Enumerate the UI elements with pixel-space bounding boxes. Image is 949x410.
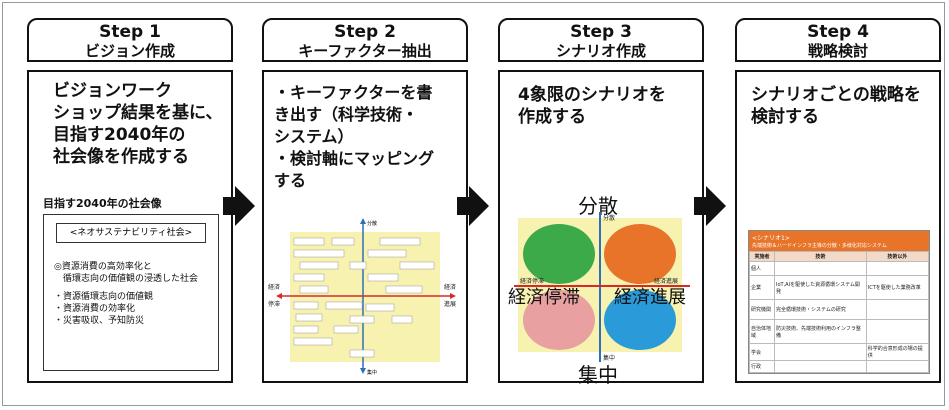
step3-header: Step 3 シナリオ作成 — [498, 18, 704, 62]
vision-panel: <ネオサステナビリティ社会> ◎資源消費の高効率化と 循環志向の価値観の浸透した… — [43, 214, 219, 371]
table-header-cell: 技術 — [774, 251, 867, 262]
map-axis-bottom: 集中 — [367, 369, 377, 376]
strategy-table-title: <シナリオ1> — [752, 235, 790, 242]
map-axis-top: 分散 — [367, 220, 377, 227]
step2-title: Step 2 — [334, 22, 396, 42]
step4-description: シナリオごとの戦略を 検討する — [751, 84, 921, 128]
step2-description: ・キーファクターを書 き出す（科学技術・ システム） ・検討軸にマッピング する — [274, 82, 434, 192]
table-cell — [774, 261, 867, 276]
step4-line: シナリオごとの戦略を — [751, 85, 921, 105]
table-cell — [865, 319, 930, 344]
table-header-cell: 技術以外 — [865, 251, 930, 262]
step1-line: ショップ結果を基に、 — [53, 103, 223, 123]
table-cell: 防災技術、先端技術利用のインフラ整備 — [774, 319, 867, 344]
scenario-ellipse-3 — [523, 290, 595, 350]
step2-line: システム） — [274, 127, 354, 146]
step1-body: ビジョンワーク ショップ結果を基に、 目指す2040年の 社会像を作成する 目指… — [27, 70, 233, 383]
step3-line: 作成する — [518, 107, 586, 127]
step4-subtitle: 戦略検討 — [807, 42, 868, 60]
table-cell: ICTを駆使した業務改革 — [865, 275, 930, 300]
step1-line: ビジョンワーク — [53, 81, 172, 101]
step1-description: ビジョンワーク ショップ結果を基に、 目指す2040年の 社会像を作成する — [53, 80, 223, 168]
step3-title: Step 3 — [570, 22, 632, 42]
table-cell — [865, 261, 930, 276]
step2-line: ・キーファクターを書 — [274, 83, 433, 102]
table-cell: 企業 — [749, 275, 775, 300]
step1-header: Step 1 ビジョン作成 — [27, 18, 233, 62]
svg-text:進展: 進展 — [444, 300, 456, 308]
step2-line: ・検討軸にマッピング — [274, 149, 435, 168]
vision-title: 目指す2040年の社会像 — [43, 197, 162, 210]
table-cell — [774, 343, 867, 361]
scenario-ellipse-2 — [604, 224, 676, 284]
table-cell: 学会 — [749, 343, 775, 361]
vision-item: ◎資源消費の高効率化と — [54, 262, 152, 272]
step3-subtitle: シナリオ作成 — [555, 42, 646, 60]
scenario-ellipse-1 — [523, 224, 595, 284]
map-axis-right: 経済 — [444, 283, 456, 291]
step4-header: Step 4 戦略検討 — [735, 18, 941, 62]
step2-body: ・キーファクターを書 き出す（科学技術・ システム） ・検討軸にマッピング する… — [262, 70, 468, 383]
scenario-axis-right: 経済進展 — [614, 287, 686, 308]
scenario-axis-bottom: 集中 — [578, 363, 618, 387]
scenario-ellipse-4 — [604, 290, 676, 350]
step3-line: 4象限のシナリオを — [518, 85, 666, 105]
strategy-table-header: <シナリオ1> 先端技術＆ハードインフラ主導の分散・多様化対応システム — [749, 231, 929, 251]
step1-line: 目指す2040年の — [53, 125, 186, 145]
table-cell: 行政 — [749, 360, 775, 373]
step3-description: 4象限のシナリオを 作成する — [518, 84, 666, 128]
step4-title: Step 4 — [807, 22, 869, 42]
quadrant-axis-right-small: 経済進展 — [654, 277, 678, 285]
quadrant-axis-bottom-small: 集中 — [603, 354, 615, 362]
keyfactor-map: 分散 集中 経済 停滞 経済 進展 — [268, 218, 456, 376]
strategy-table: <シナリオ1> 先端技術＆ハードインフラ主導の分散・多様化対応システム 実施者 … — [748, 230, 930, 374]
quadrant-axis-left-small: 経済停滞 — [520, 277, 544, 285]
step4-body: シナリオごとの戦略を 検討する <シナリオ1> 先端技術＆ハードインフラ主導の分… — [735, 70, 941, 383]
scenario-axis-top: 分散 — [578, 194, 618, 218]
scenario-axis-left: 経済停滞 — [508, 287, 580, 308]
vision-item: 循環志向の価値観の浸透した社会 — [54, 274, 199, 284]
vision-items: ◎資源消費の高効率化と 循環志向の価値観の浸透した社会 ・資源循環志向の価値観 … — [54, 261, 198, 327]
step1-line: 社会像を作成する — [53, 147, 189, 167]
quadrant-axis-top-small: 分散 — [603, 214, 615, 222]
strategy-table-subtitle: 先端技術＆ハードインフラ主導の分散・多様化対応システム — [752, 243, 887, 249]
vision-item: ・資源循環志向の価値観 — [54, 292, 154, 302]
vision-item: ・災害吸収、予知防災 — [54, 316, 145, 326]
step2-subtitle: キーファクター抽出 — [298, 42, 432, 60]
table-cell: 自治体地域 — [749, 319, 775, 344]
vision-box-label: <ネオサステナビリティ社会> — [56, 223, 206, 243]
table-cell: 個人 — [749, 261, 775, 276]
scenario-quadrants: 分散 集中 経済停滞 経済進展 — [514, 212, 690, 362]
table-cell: 科学的合意形成の場の提供 — [865, 343, 930, 361]
vision-item: ・資源消費の効率化 — [54, 304, 136, 314]
step1-subtitle: ビジョン作成 — [84, 42, 175, 60]
table-cell: 完全循環技術・システムの研究 — [774, 299, 867, 320]
step4-line: 検討する — [751, 107, 819, 127]
table-cell: IoT,AIを駆使した資源循環システム開発 — [774, 275, 867, 300]
table-cell — [774, 360, 867, 373]
step3-body: 4象限のシナリオを 作成する 分散 分散 集中 経済停滞 経済進展 経済停滞 経… — [498, 70, 704, 387]
diagram-frame — [2, 2, 945, 406]
table-cell: 研究機関 — [749, 299, 775, 320]
step2-header: Step 2 キーファクター抽出 — [262, 18, 468, 62]
table-cell — [865, 360, 930, 373]
step2-line: き出す（科学技術・ — [274, 105, 419, 124]
table-cell — [865, 299, 930, 320]
table-header-cell: 実施者 — [749, 251, 775, 262]
step2-line: する — [274, 171, 307, 190]
map-axis-left: 経済 — [268, 283, 280, 291]
svg-text:停滞: 停滞 — [268, 300, 280, 308]
step1-title: Step 1 — [99, 22, 161, 42]
